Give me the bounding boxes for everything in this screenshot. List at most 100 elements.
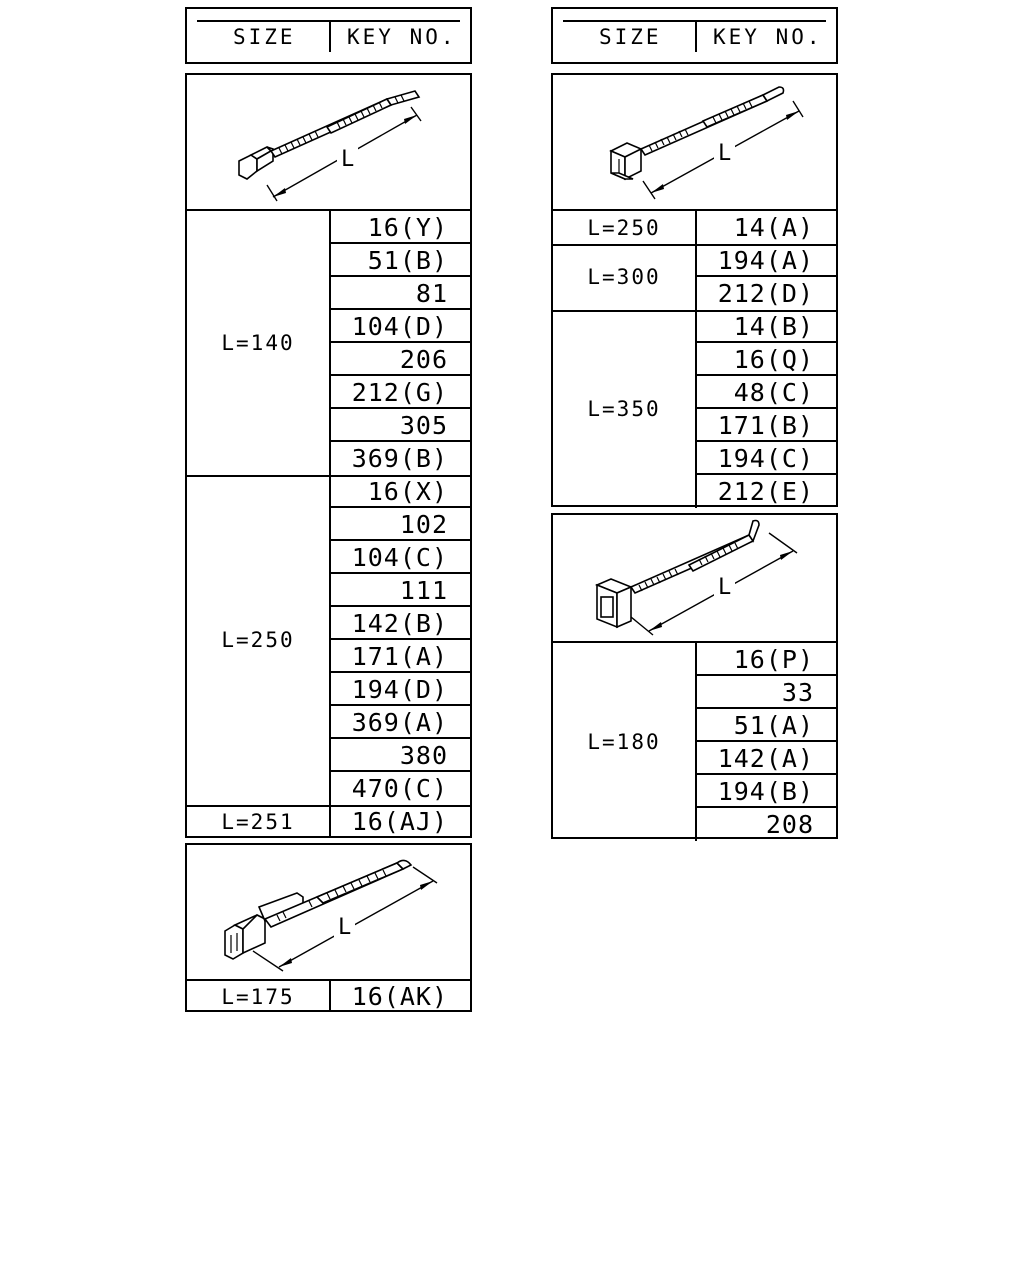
key-number-cell: 104(D) <box>331 310 470 343</box>
key-number-cell: 14(A) <box>697 211 836 244</box>
key-number: 14(B) <box>733 312 814 341</box>
key-number-cell: 369(A) <box>331 706 470 739</box>
cable-tie-drawing-4 <box>224 859 438 972</box>
key-number: 16(X) <box>367 477 448 506</box>
key-number: 194(B) <box>717 777 814 806</box>
key-number: 48(C) <box>733 378 814 407</box>
cable-tie-drawing-1 <box>238 90 422 202</box>
column-divider <box>695 310 697 508</box>
key-number-cell: 171(B) <box>697 409 836 442</box>
key-no-header: KEY NO. <box>713 25 823 49</box>
key-number-cell: 380 <box>331 739 470 772</box>
key-number: 194(C) <box>717 444 814 473</box>
key-number-cell: 81 <box>331 277 470 310</box>
header-rule <box>197 20 460 22</box>
key-number-cell: 48(C) <box>697 376 836 409</box>
key-number: 16(AJ) <box>351 807 448 836</box>
key-number: 104(C) <box>351 543 448 572</box>
key-number-cell: 212(G) <box>331 376 470 409</box>
key-number: 208 <box>765 810 814 839</box>
header-divider <box>695 21 697 52</box>
key-number: 142(A) <box>717 744 814 773</box>
size-header: SIZE <box>599 25 662 49</box>
size-value: L=251 <box>221 809 295 834</box>
left-table-2-rows: L=175 16(AK) <box>187 981 470 1012</box>
key-number: 171(A) <box>351 642 448 671</box>
key-number-cell: 194(B) <box>697 775 836 808</box>
key-number-cell: 33 <box>697 676 836 709</box>
key-number-cell: 142(A) <box>697 742 836 775</box>
size-value: L=140 <box>221 331 295 355</box>
size-group: L=251 16(AJ) <box>187 805 470 838</box>
key-number-cell: 16(Y) <box>331 211 470 244</box>
size-value: L=180 <box>587 730 661 754</box>
key-number: 206 <box>399 345 448 374</box>
key-number: 212(E) <box>717 477 814 506</box>
key-number-cell: 16(AK) <box>331 981 470 1012</box>
key-number: 16(AK) <box>351 982 448 1011</box>
dimension-label: L <box>337 147 359 172</box>
key-number: 142(B) <box>351 609 448 638</box>
dimension-label: L <box>334 915 356 940</box>
key-number: 470(C) <box>351 774 448 803</box>
cable-tie-drawing-2 <box>609 86 804 200</box>
key-number-cell: 16(X) <box>331 475 470 508</box>
header-rule <box>563 20 826 22</box>
key-number-cell: 16(Q) <box>697 343 836 376</box>
key-number-cell: 194(D) <box>331 673 470 706</box>
key-number: 380 <box>399 741 448 770</box>
size-value: L=350 <box>587 397 661 421</box>
column-divider <box>695 244 697 310</box>
key-number: 51(A) <box>733 711 814 740</box>
key-number-cell: 104(C) <box>331 541 470 574</box>
left-table-2: L L=175 16(AK) <box>185 843 472 1012</box>
key-number-cell: 206 <box>331 343 470 376</box>
key-number-cell: 171(A) <box>331 640 470 673</box>
right-table-1-rows: L=250 14(A) L=300 194(A)212(D) L=350 14(B) 16(… <box>553 211 836 508</box>
key-number: 171(B) <box>717 411 814 440</box>
key-number: 194(D) <box>351 675 448 704</box>
cable-tie-drawing-3 <box>594 519 798 636</box>
key-number-cell: 14(B) <box>697 310 836 343</box>
size-value: L=300 <box>587 265 661 289</box>
key-number: 194(A) <box>717 246 814 275</box>
left-header-box: SIZE KEY NO. <box>185 7 472 64</box>
size-group: L=300 194(A)212(D) <box>553 244 836 312</box>
column-divider <box>695 643 697 841</box>
key-number: 369(B) <box>351 444 448 473</box>
key-number: 33 <box>781 678 814 707</box>
key-number: 102 <box>399 510 448 539</box>
cable-tie-illustration-4: L <box>187 845 470 981</box>
key-number-cell: 194(A) <box>697 244 836 277</box>
key-number-cell: 194(C) <box>697 442 836 475</box>
cable-tie-illustration-1: L <box>187 75 470 211</box>
size-group: L=180 16(P) 33 51(A) 142(A) 194(B) 208 <box>553 643 836 841</box>
size-group: L=250 16(X) 102 104(C) 111 142(B) 171(A) 194(D)… <box>187 475 470 807</box>
size-group: L=175 16(AK) <box>187 981 470 1012</box>
key-no-header: KEY NO. <box>347 25 457 49</box>
key-number-cell: 212(D) <box>697 277 836 310</box>
column-divider <box>329 475 331 805</box>
key-number: 305 <box>399 411 448 440</box>
key-number-cell: 51(B) <box>331 244 470 277</box>
right-table-2: L L=180 16(P) 33 51(A) 142(A) 194(B) 208 <box>551 513 838 841</box>
size-value: L=250 <box>587 215 661 240</box>
key-number: 16(P) <box>733 645 814 674</box>
key-number: 16(Q) <box>733 345 814 374</box>
key-number: 369(A) <box>351 708 448 737</box>
size-value: L=250 <box>221 628 295 652</box>
cable-tie-illustration-3: L <box>553 515 836 643</box>
key-number: 14(A) <box>733 213 814 242</box>
column-divider <box>329 211 331 475</box>
column-divider <box>695 211 697 244</box>
key-number-cell: 51(A) <box>697 709 836 742</box>
key-number-cell: 102 <box>331 508 470 541</box>
key-number: 111 <box>399 576 448 605</box>
key-number: 51(B) <box>367 246 448 275</box>
size-value: L=175 <box>221 984 295 1009</box>
key-number-cell: 16(AJ) <box>331 805 470 838</box>
size-group: L=250 14(A) <box>553 211 836 246</box>
size-header: SIZE <box>233 25 296 49</box>
